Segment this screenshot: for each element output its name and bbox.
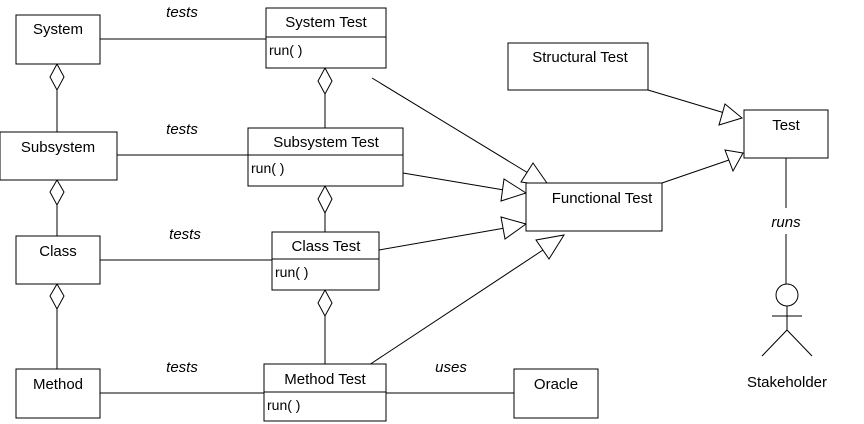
generalization-arrowheads	[500, 103, 744, 260]
aggregation-diamond-subsystem-test	[317, 184, 333, 215]
association-label-runs: runs	[771, 214, 801, 231]
class-class-test-name: Class Test	[292, 238, 362, 255]
class-method: Method	[15, 368, 101, 419]
aggregation-diamond-system	[49, 62, 65, 92]
class-structural-test-name: Structural Test	[532, 49, 628, 66]
generalization-line-methodtest	[368, 249, 544, 366]
generalization-line-systemtest	[371, 77, 534, 177]
class-system-test-operation: run( )	[269, 42, 302, 58]
association-label-tests-subsystem: tests	[166, 121, 198, 138]
class-system-test-name: System Test	[285, 14, 367, 31]
association-label-tests-method: tests	[166, 359, 198, 376]
class-functional-test-name: Functional Test	[552, 190, 653, 207]
class-class-test-operation: run( )	[275, 264, 308, 280]
stakeholder-actor-icon	[761, 283, 813, 357]
class-subsystem-name: Subsystem	[21, 139, 95, 156]
generalization-arrowhead-structural	[718, 103, 744, 126]
generalization-line-classtest	[378, 227, 506, 251]
class-test: Test	[743, 109, 829, 159]
aggregation-diamonds	[49, 62, 333, 318]
class-class: Class	[15, 235, 101, 285]
class-oracle-name: Oracle	[534, 376, 578, 393]
class-structural-test: Structural Test	[507, 42, 649, 91]
class-method-test-operation: run( )	[267, 397, 300, 413]
generalization-arrowhead-functional	[724, 149, 744, 173]
generalization-arrowhead-classtest	[500, 216, 528, 240]
generalization-line-structural	[647, 89, 729, 115]
class-test-name: Test	[772, 117, 800, 134]
connectors	[56, 38, 787, 394]
class-method-name: Method	[33, 376, 83, 393]
class-functional-test: Functional Test	[525, 182, 663, 232]
class-subsystem-test-operation: run( )	[251, 160, 284, 176]
generalization-arrowhead-subsystemtest	[500, 178, 528, 202]
class-system: System	[15, 14, 101, 65]
stakeholder-actor-label: Stakeholder	[747, 374, 827, 391]
association-label-tests-system: tests	[166, 4, 198, 21]
association-label-tests-class: tests	[169, 226, 201, 243]
class-class-name: Class	[39, 243, 77, 260]
class-system-name: System	[33, 21, 83, 38]
generalization-line-functional	[661, 159, 730, 184]
aggregation-diamond-subsystem	[49, 179, 65, 207]
aggregation-diamond-class	[49, 283, 65, 311]
class-class-test: Class Test run( )	[271, 231, 380, 291]
aggregation-diamond-class-test	[317, 288, 333, 318]
aggregation-diamond-system-test	[317, 66, 333, 96]
class-system-test: System Test run( )	[265, 7, 387, 69]
association-label-uses: uses	[435, 359, 467, 376]
class-method-test-name: Method Test	[284, 371, 366, 388]
class-subsystem: Subsystem	[0, 131, 118, 181]
generalization-arrowhead-methodtest	[535, 234, 566, 260]
class-method-test: Method Test run( )	[263, 363, 387, 422]
generalization-line-subsystemtest	[402, 172, 505, 191]
class-subsystem-test-name: Subsystem Test	[273, 134, 379, 151]
class-oracle: Oracle	[513, 368, 599, 419]
class-subsystem-test: Subsystem Test run( )	[247, 127, 404, 187]
